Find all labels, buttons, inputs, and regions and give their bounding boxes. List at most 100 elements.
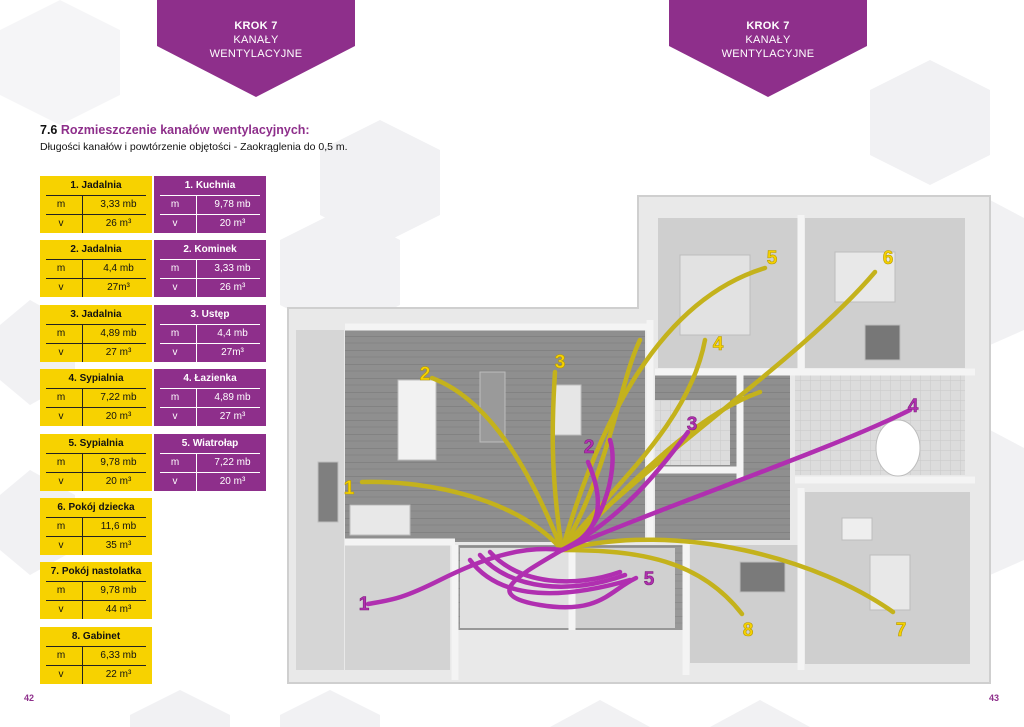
length-value: 4,89 mb: [100, 327, 137, 339]
supply-duct-7: [559, 537, 896, 615]
volume-value: 35 m³: [105, 540, 132, 551]
length-key: m: [170, 327, 180, 339]
exhaust-card: 3. Ustęp m 4,4 mb v 27m³: [154, 304, 266, 362]
card-title: 2. Jadalnia: [70, 244, 122, 256]
length-value: 4,89 mb: [214, 392, 251, 404]
length-value: 7,22 mb: [214, 456, 251, 468]
supply-duct-3: [550, 369, 565, 553]
length-row: m 9,78 mb: [40, 452, 152, 472]
supply-card: 7. Pokój nastolatka m 9,78 mb v 44 m³: [40, 562, 152, 620]
length-key: m: [170, 456, 180, 468]
supply-point-label: 6: [883, 248, 894, 269]
supply-point-label: 7: [896, 620, 907, 641]
length-value: 4,4 mb: [217, 327, 248, 339]
step-banner-left: KROK 7 KANAŁY WENTYLACYJNE: [157, 0, 355, 97]
length-value: 9,78 mb: [100, 456, 137, 468]
volume-key: v: [58, 668, 64, 680]
volume-key: v: [58, 218, 64, 229]
length-key: m: [56, 649, 66, 661]
card-title: 7. Pokój nastolatka: [50, 566, 142, 578]
card-title: 2. Kominek: [183, 244, 237, 256]
volume-value: 20 m³: [219, 475, 246, 487]
length-key: m: [170, 263, 180, 275]
volume-key: v: [58, 346, 64, 358]
volume-key: v: [172, 346, 178, 358]
step-banner-right: KROK 7 KANAŁY WENTYLACYJNE: [669, 0, 867, 97]
volume-value: 20 m³: [219, 218, 246, 229]
volume-key: v: [172, 218, 178, 229]
volume-row: v 22 m³: [40, 664, 152, 684]
volume-row: v 27 m³: [40, 342, 152, 362]
length-key: m: [56, 521, 66, 532]
volume-row: v 20 m³: [40, 407, 152, 427]
card-title: 3. Jadalnia: [70, 308, 122, 320]
banner-line-1: KANAŁY: [745, 34, 791, 46]
length-key: m: [56, 263, 66, 275]
supply-duct-1: [359, 479, 565, 553]
volume-value: 22 m³: [105, 668, 132, 680]
length-row: m 4,4 mb: [154, 323, 266, 343]
length-key: m: [170, 199, 180, 210]
card-title: 5. Sypialnia: [68, 437, 124, 449]
card-title: 6. Pokój dziecka: [57, 502, 135, 513]
card-title: 1. Jadalnia: [70, 180, 122, 191]
volume-key: v: [172, 411, 178, 423]
supply-point-label: 5: [767, 248, 778, 269]
volume-value: 44 m³: [105, 604, 132, 616]
length-value: 7,22 mb: [100, 392, 137, 404]
supply-point-label: 1: [344, 478, 355, 499]
volume-key: v: [58, 475, 64, 487]
length-row: m 9,78 mb: [40, 581, 152, 601]
volume-row: v 20 m³: [154, 214, 266, 233]
card-title: 8. Gabinet: [71, 630, 121, 642]
length-value: 9,78 mb: [100, 585, 137, 597]
length-key: m: [56, 199, 66, 210]
volume-value: 26 m³: [219, 282, 246, 294]
supply-duct-2: [429, 375, 565, 553]
length-key: m: [170, 392, 180, 404]
exhaust-duct-5: [507, 547, 639, 610]
supply-point-label: 2: [420, 364, 431, 385]
volume-key: v: [58, 604, 64, 616]
supply-duct-5: [559, 265, 768, 553]
length-value: 11,6 mb: [100, 521, 137, 532]
length-row: m 4,89 mb: [154, 388, 266, 408]
volume-value: 27m³: [221, 346, 244, 358]
banner-line-2: WENTYLACYJNE: [721, 48, 815, 60]
volume-value: 20 m³: [105, 411, 132, 423]
volume-row: v 44 m³: [40, 600, 152, 620]
length-key: m: [56, 585, 66, 597]
volume-key: v: [58, 282, 64, 294]
length-key: m: [56, 456, 66, 468]
section-heading: 7.6 Rozmieszczenie kanałów wentylacyjnyc…: [40, 123, 310, 137]
length-value: 6,33 mb: [100, 649, 137, 661]
supply-point-label: 4: [713, 334, 724, 355]
exhaust-point-label: 5: [644, 569, 655, 590]
exhaust-duct-1: [365, 546, 565, 607]
banner-step: KROK 7: [234, 20, 278, 32]
length-row: m 7,22 mb: [154, 452, 266, 472]
section-number: 7.6: [40, 123, 58, 137]
supply-point-label: 8: [743, 620, 754, 641]
section-title: Rozmieszczenie kanałów wentylacyjnych:: [60, 123, 310, 137]
page-number-right: 43: [989, 693, 1000, 703]
exhaust-duct-4: [559, 407, 913, 553]
supply-card: 8. Gabinet m 6,33 mb v 22 m³: [40, 626, 152, 684]
volume-key: v: [58, 411, 64, 423]
volume-value: 27 m³: [105, 346, 132, 358]
card-title: 3. Ustęp: [190, 308, 230, 320]
